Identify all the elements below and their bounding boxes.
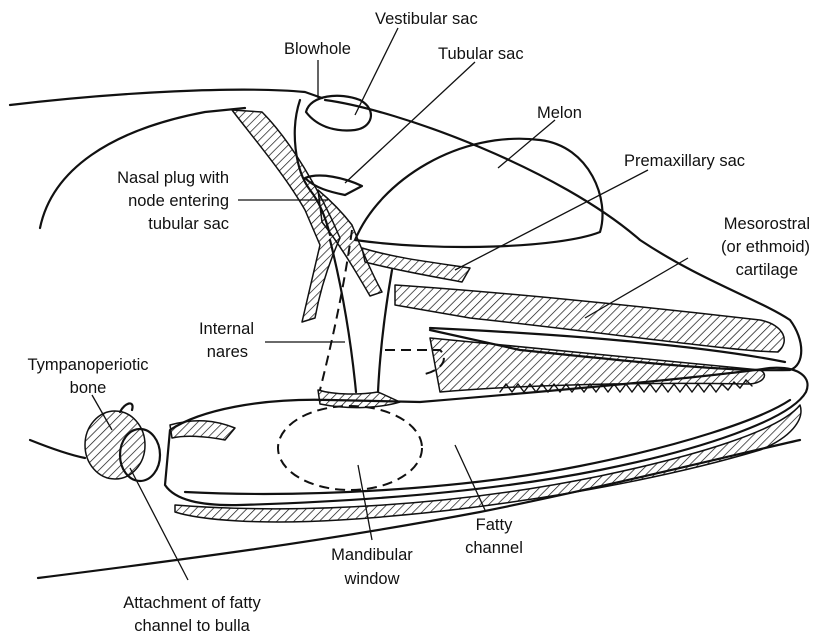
label-fatty-channel-line-1: Fatty [476,516,513,534]
leader-tubular-sac [345,62,475,183]
leader-premaxillary-sac [455,170,648,270]
label-nasal-plug-line-2: node entering [128,192,229,210]
label-tympanoperiotic-line-2: bone [70,379,107,397]
label-mesorostral-line-1: Mesorostral [724,215,810,233]
label-mesorostral-line-2: (or ethmoid) [721,238,810,256]
label-premaxillary-sac: Premaxillary sac [624,152,745,170]
label-mandibular-window-line-1: Mandibular [331,546,413,564]
label-melon: Melon [537,104,582,122]
premaxillary-hatched-region [362,248,470,282]
label-nasal-plug-line-1: Nasal plug with [117,169,229,187]
leader-melon [498,120,555,168]
vestibular-sac [306,96,371,131]
internal-nares-region [318,390,400,408]
label-tubular-sac: Tubular sac [438,45,524,63]
label-tympanoperiotic-line-1: Tympanoperiotic [27,356,148,374]
label-vestibular-sac: Vestibular sac [375,10,478,28]
label-internal-nares-line-2: nares [207,343,248,361]
leader-mandibular-window [358,465,372,540]
label-attachment-line-2: channel to bulla [134,617,250,635]
tympanoperiotic-bone [85,411,145,479]
label-internal-nares-line-1: Internal [199,320,254,338]
label-mesorostral-line-3: cartilage [736,261,798,279]
melon-outline [355,139,603,247]
label-attachment-line-1: Attachment of fatty [123,594,261,612]
mandibular-window [278,406,422,490]
fatty-channel-line [185,400,790,494]
bulla-spur [120,403,133,412]
label-mandibular-window-line-2: window [343,570,399,588]
throat-outline [30,440,85,458]
head-outline-upper [10,90,322,105]
jaw-condyle-hatch [170,421,235,440]
label-nasal-plug-line-3: tubular sac [148,215,229,233]
forehead-outline [40,108,245,228]
label-fatty-channel-line-2: channel [465,539,523,557]
label-blowhole: Blowhole [284,40,351,58]
leader-vestibular-sac [355,28,398,115]
